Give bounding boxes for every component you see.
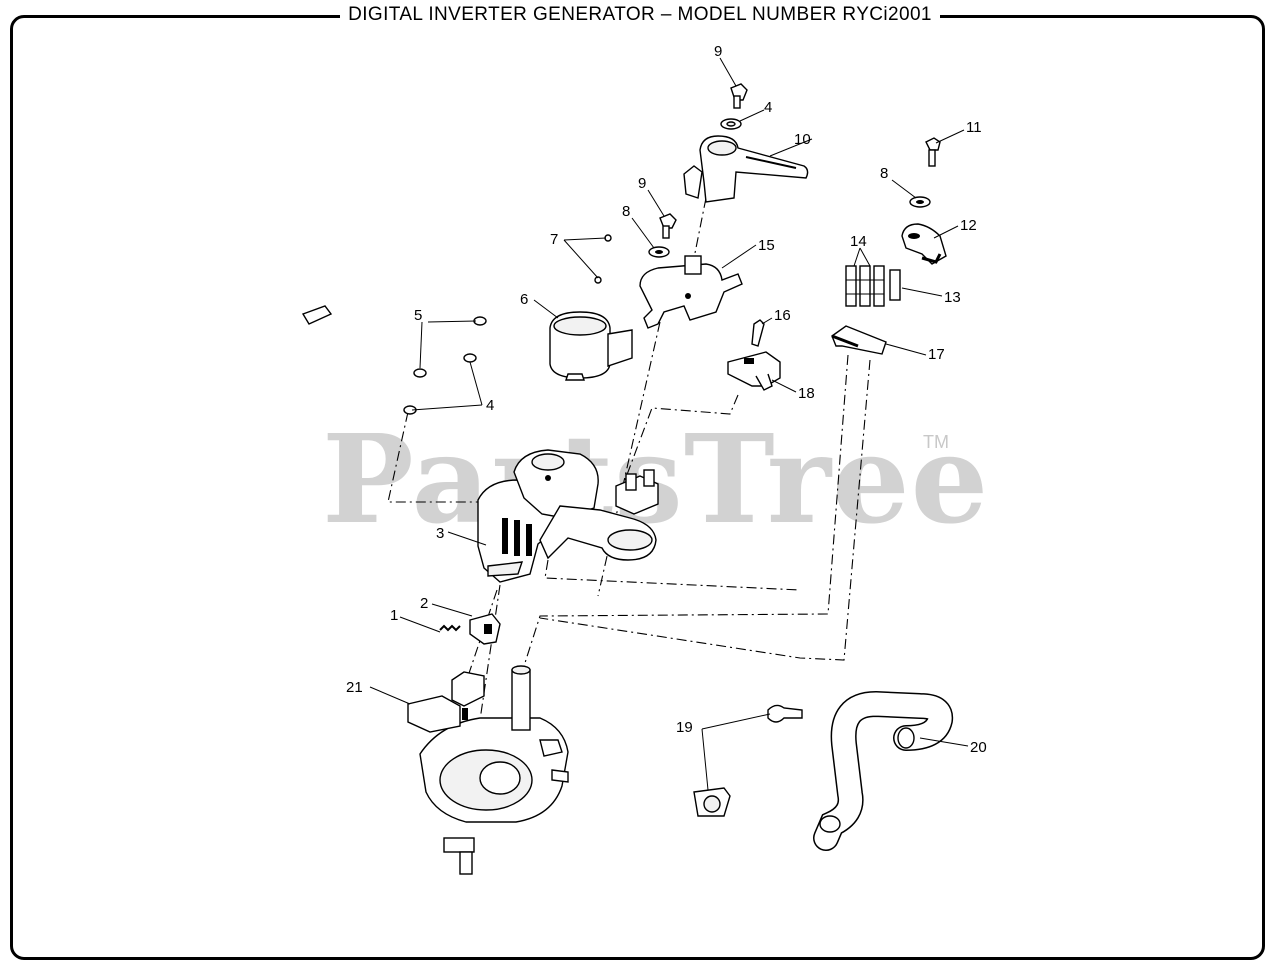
part-2-clip (469, 613, 501, 645)
part-11-screw (925, 137, 941, 167)
callout-1: 1 (390, 607, 398, 624)
callout-15: 15 (758, 237, 775, 254)
partstree-watermark: PartsTree (322, 407, 990, 551)
part-13-rod (889, 269, 901, 301)
part-4-washer-hole (726, 121, 736, 127)
callout-9-middle: 9 (638, 175, 646, 192)
callout-8-middle: 8 (622, 203, 630, 220)
leader-lines (369, 57, 969, 791)
part-21-carburetor (407, 665, 569, 875)
callout-13: 13 (944, 289, 961, 306)
callout-7: 7 (550, 231, 558, 248)
callout-4-top: 4 (764, 99, 772, 116)
callout-9-top: 9 (714, 43, 722, 60)
part-20-fuel-hose (813, 690, 954, 851)
throttle-body-assembly (513, 449, 659, 561)
part-17-bracket (831, 325, 887, 355)
assembly-lines (387, 197, 871, 721)
callout-14: 14 (850, 233, 867, 250)
part-9-screw-top (730, 83, 748, 109)
callout-16: 16 (774, 307, 791, 324)
callout-11: 11 (966, 119, 982, 136)
part-4-washer-a (463, 353, 477, 363)
part-12-link-arm (901, 223, 947, 265)
part-10-choke-lever (683, 135, 809, 203)
part-15-fuel-valve (301, 255, 743, 329)
callout-6: 6 (520, 291, 528, 308)
callout-18: 18 (798, 385, 815, 402)
part-6-solenoid (549, 311, 633, 381)
callout-10: 10 (794, 131, 811, 148)
part-19-hose-clips (693, 704, 803, 817)
callout-20: 20 (970, 739, 987, 756)
part-9-screw-middle (659, 213, 677, 239)
callout-2: 2 (420, 595, 428, 612)
callout-5: 5 (414, 307, 422, 324)
part-14-springs (845, 265, 885, 307)
part-8-washer-right-hole (916, 200, 924, 204)
part-7-clip-b (594, 276, 602, 284)
trademark-symbol: TM (923, 432, 949, 452)
callout-4-left: 4 (486, 397, 494, 414)
part-1-spring (439, 624, 461, 632)
part-8-washer-hole (655, 250, 663, 254)
callout-21: 21 (346, 679, 363, 696)
part-5-nut-b (413, 368, 427, 378)
callout-19: 19 (676, 719, 693, 736)
callout-3: 3 (436, 525, 444, 542)
callout-8-right: 8 (880, 165, 888, 182)
callout-12: 12 (960, 217, 977, 234)
callout-17: 17 (928, 346, 945, 363)
part-18-switch (727, 351, 781, 391)
part-16-screw (751, 319, 765, 347)
callout-labels: 9 4 10 9 8 7 15 6 5 4 11 8 12 14 13 16 1… (346, 43, 987, 756)
